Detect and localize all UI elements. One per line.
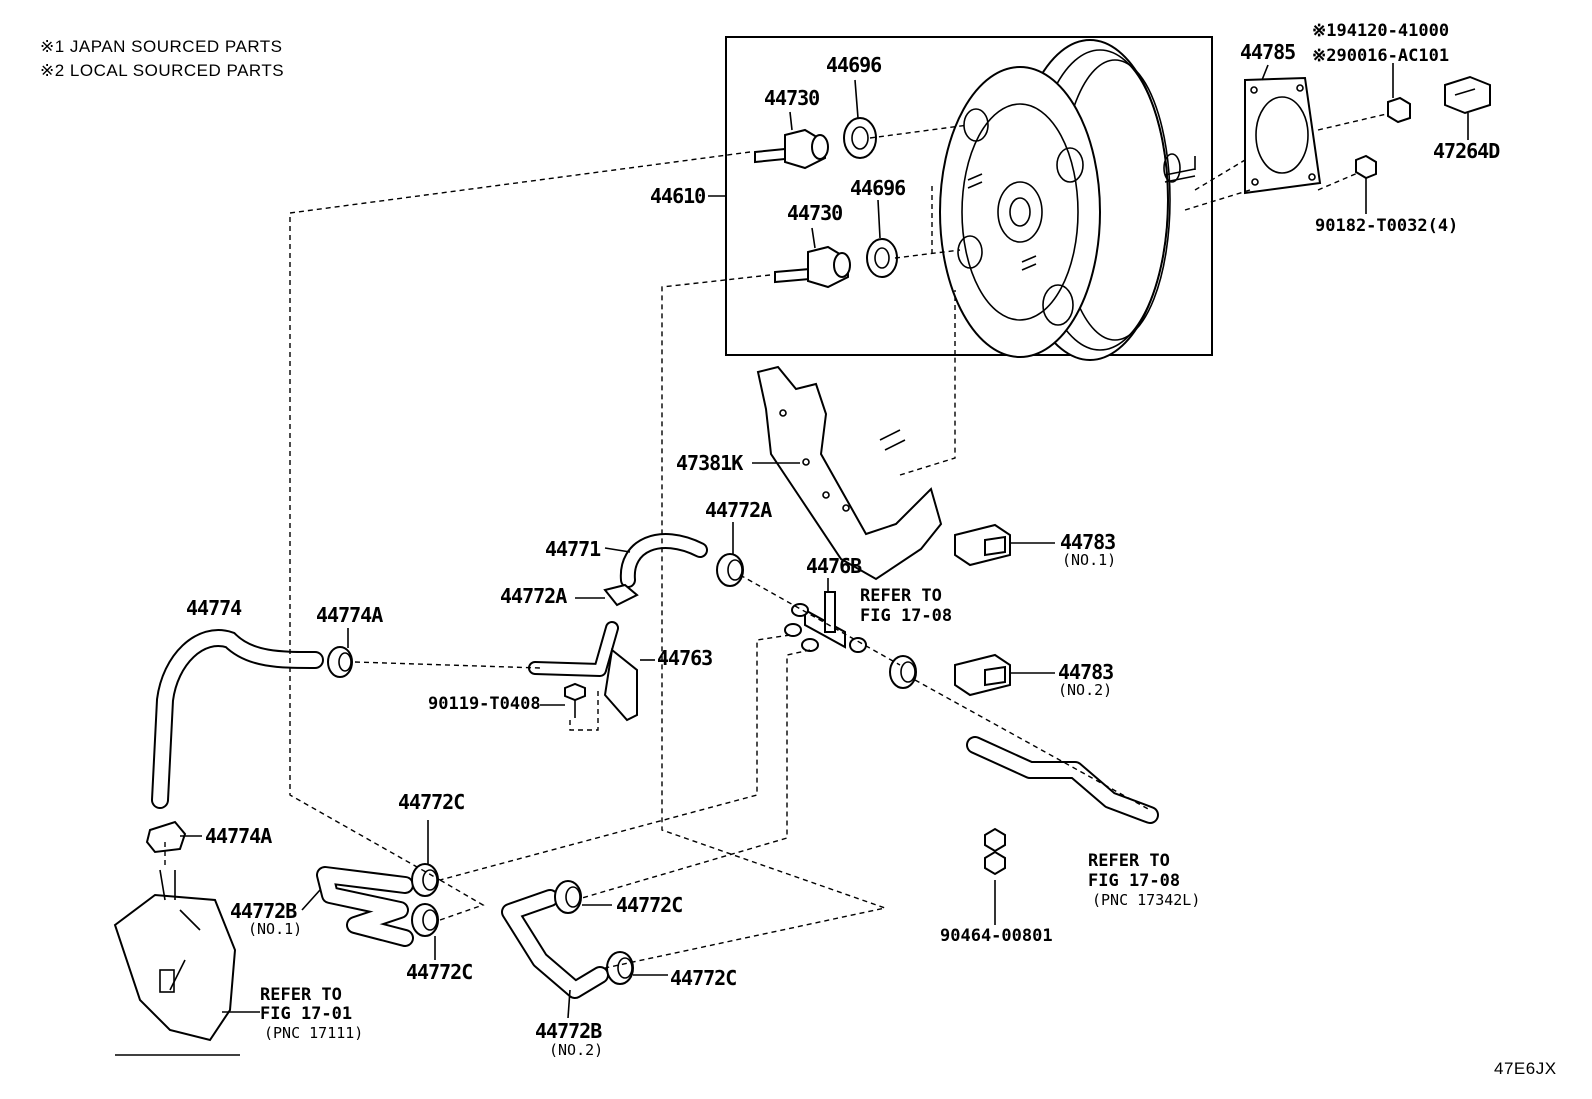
pipe-44763 xyxy=(528,621,638,722)
label-44772c-a: 44772C xyxy=(398,790,465,814)
label-47381k: 47381K xyxy=(676,451,743,475)
label-44696-upper: 44696 xyxy=(826,53,882,77)
label-90464-00801: 90464-00801 xyxy=(940,926,1053,946)
label-44783-no1: 44783 xyxy=(1060,530,1116,554)
label-44696-lower: 44696 xyxy=(850,176,906,200)
label-44772c-b: 44772C xyxy=(406,960,473,984)
label-44772b-no2: 44772B xyxy=(535,1019,602,1043)
bracket-47381k xyxy=(756,365,943,581)
label-44783-no1-sub: (NO.1) xyxy=(1062,551,1117,569)
check-valve-lower xyxy=(774,245,851,289)
label-44763: 44763 xyxy=(657,646,713,670)
label-44772a-lower: 44772A xyxy=(500,584,567,608)
clamp-44772c-c xyxy=(554,880,582,914)
clip-90464 xyxy=(984,827,1006,925)
sensor-44783-no1 xyxy=(954,523,1011,567)
label-44772b-no1-sub: (NO.1) xyxy=(248,920,303,938)
label-44610: 44610 xyxy=(650,184,706,208)
label-44774: 44774 xyxy=(186,596,242,620)
label-44772b-no1: 44772B xyxy=(230,899,297,923)
note-japan-sourced: ※1 JAPAN SOURCED PARTS xyxy=(40,37,283,56)
label-44730-upper: 44730 xyxy=(764,86,820,110)
brake-booster xyxy=(939,39,1196,361)
gasket xyxy=(1244,76,1322,195)
label-44783-no2-sub: (NO.2) xyxy=(1058,681,1113,699)
refer-fig-17-08-b-pnc: (PNC 17342L) xyxy=(1092,891,1201,909)
refer-fig-17-01-line1: REFER TO xyxy=(260,985,342,1005)
label-44772a-upper: 44772A xyxy=(705,498,772,522)
clamp-44772c-a xyxy=(411,863,439,897)
label-44783-no2: 44783 xyxy=(1058,660,1114,684)
illustration-code: 47E6JX xyxy=(1494,1059,1557,1078)
nut xyxy=(1355,154,1377,180)
clamp-44772a-lower xyxy=(603,583,639,607)
refer-fig-17-08-a-line2: FIG 17-08 xyxy=(860,606,953,626)
refer-fig-17-08-b-line2: FIG 17-08 xyxy=(1088,871,1181,891)
bushing xyxy=(1387,96,1411,124)
label-44774a-upper: 44774A xyxy=(316,603,383,627)
label-4476b: 4476B xyxy=(806,554,862,578)
label-44772c-c: 44772C xyxy=(616,893,683,917)
sensor-44783-no2 xyxy=(954,653,1011,697)
refer-fig-17-08-b-line1: REFER TO xyxy=(1088,851,1170,871)
label-44772c-d: 44772C xyxy=(670,966,737,990)
clamp-44774a-lower xyxy=(145,820,187,854)
intake-manifold-section xyxy=(113,869,237,1042)
bracket-47264d xyxy=(1444,75,1491,115)
label-47264d: 47264D xyxy=(1433,139,1500,163)
clamp-44772a-upper xyxy=(716,553,744,587)
label-90182-t0032: 90182-T0032(4) xyxy=(1315,216,1459,236)
label-44730-lower: 44730 xyxy=(787,201,843,225)
label-90119-t0408: 90119-T0408 xyxy=(428,694,541,714)
bolt-90119 xyxy=(564,682,586,718)
label-290016-ac101: ※290016-AC101 xyxy=(1312,46,1450,66)
label-44772b-no2-sub: (NO.2) xyxy=(549,1041,604,1059)
refer-fig-17-01-pnc: (PNC 17111) xyxy=(264,1024,364,1042)
refer-fig-17-01-line2: FIG 17-01 xyxy=(260,1004,353,1024)
label-44771: 44771 xyxy=(545,537,601,561)
label-194120-41000: ※194120-41000 xyxy=(1312,21,1450,41)
grommet-upper xyxy=(843,117,877,159)
check-valve-upper xyxy=(754,128,829,170)
clamp-right xyxy=(889,655,917,689)
refer-fig-17-08-a-line1: REFER TO xyxy=(860,586,942,606)
clamp-44772c-b xyxy=(411,903,439,937)
label-44785: 44785 xyxy=(1240,40,1296,64)
clamp-44774a-upper xyxy=(327,646,353,678)
note-local-sourced: ※2 LOCAL SOURCED PARTS xyxy=(40,61,285,80)
union-4476b xyxy=(784,591,867,653)
label-44774a-lower: 44774A xyxy=(205,824,272,848)
